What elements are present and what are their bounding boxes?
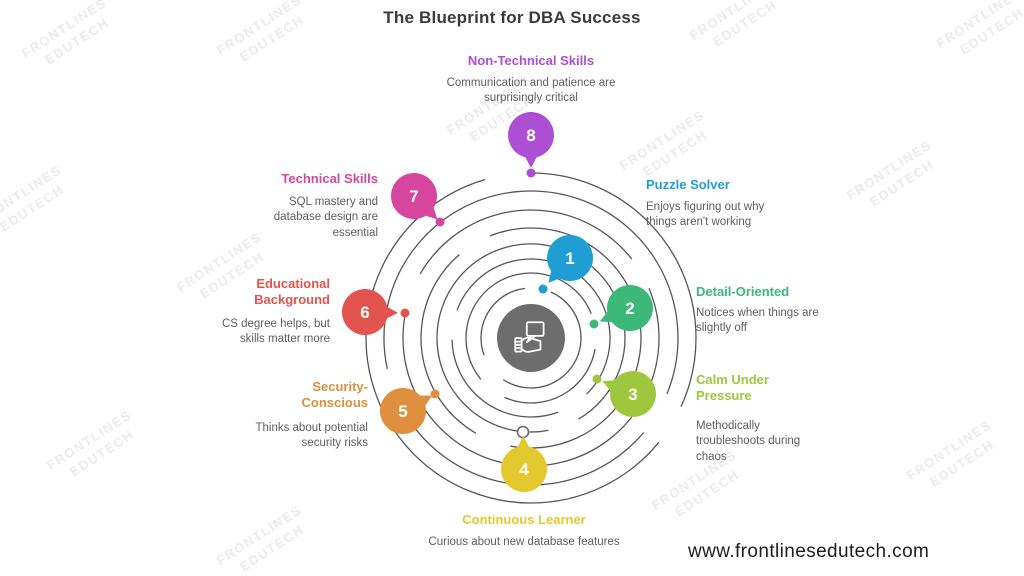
bubble-number: 6 [360, 303, 369, 322]
desc-technical-skills: SQL mastery and database design are esse… [273, 196, 378, 239]
desc-non-technical-skills: Communication and patience are surprisin… [446, 77, 616, 105]
desc-continuous-learner: Curious about new database features [428, 536, 620, 548]
desc-puzzle-solver: Enjoys figuring out why things aren't wo… [646, 201, 765, 229]
center-hub [497, 304, 565, 372]
number-bubble-3: 3 [602, 371, 656, 417]
ring-marker [435, 217, 445, 227]
page-title: The Blueprint for DBA Success [383, 8, 641, 27]
ring-marker [430, 389, 440, 399]
bubble-number: 5 [398, 402, 407, 421]
bubble-number: 3 [628, 385, 637, 404]
desc-security-conscious: Thinks about potential security risks [255, 422, 368, 450]
label-security-conscious: Security-Conscious [301, 379, 368, 410]
bubble-number: 2 [625, 299, 634, 318]
hand-holding-message-icon [514, 321, 545, 353]
label-technical-skills: Technical Skills [281, 171, 378, 186]
number-bubble-1: 1 [547, 235, 593, 283]
label-puzzle-solver: Puzzle Solver [646, 177, 730, 192]
number-bubble-6: 6 [342, 289, 398, 335]
number-bubble-8: 8 [508, 112, 554, 168]
label-non-technical-skills: Non-Technical Skills [467, 53, 595, 68]
bubble-number: 1 [565, 249, 574, 268]
ring-marker [592, 374, 602, 384]
bubble-number: 8 [526, 126, 535, 145]
label-detail-oriented: Detail-Oriented [696, 284, 790, 299]
number-bubble-2: 2 [599, 285, 653, 331]
number-bubble-5: 5 [380, 388, 433, 434]
label-continuous-learner: Continuous Learner [462, 512, 586, 527]
bubble-number: 4 [519, 460, 529, 479]
ring-marker [538, 284, 548, 294]
number-bubble-7: 7 [391, 173, 438, 220]
website-url: www.frontlinesedutech.com [688, 541, 930, 562]
desc-detail-oriented: Notices when things are slightly off [696, 307, 819, 335]
label-educational-background: Educational Background [254, 276, 330, 307]
ring-marker [400, 308, 410, 318]
ring-marker [526, 168, 536, 178]
bubble-number: 7 [409, 187, 418, 206]
label-calm-under-pressure: Calm Under Pressure [696, 372, 769, 403]
desc-educational-background: CS degree helps, but skills matter more [221, 318, 330, 346]
ring-marker [589, 319, 599, 329]
ring-marker-open [516, 425, 530, 439]
desc-calm-under-pressure: Methodically troubleshoots during chaos [696, 420, 801, 463]
number-bubble-4: 4 [501, 436, 547, 492]
